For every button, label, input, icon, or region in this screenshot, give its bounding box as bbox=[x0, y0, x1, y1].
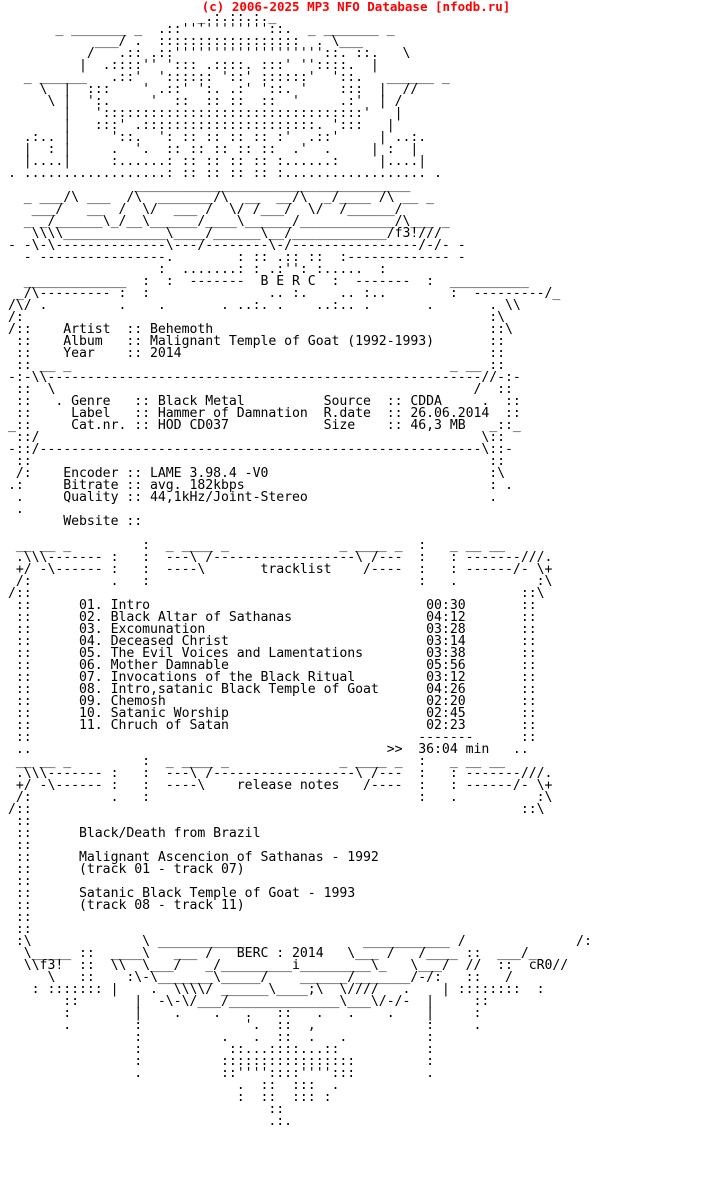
nfo-line: \_____ :: ____\ ___ / BERC : 2014 \___ /… bbox=[8, 946, 537, 961]
nfo-line: +/ -\------ : : ----\ release notes /---… bbox=[8, 778, 553, 793]
nfo-line: :: 08. Intro,satanic Black Temple of Goa… bbox=[8, 682, 537, 697]
nfo-ascii-document: _.:.::.:._ _ _______ _ .::'''''''''''::.… bbox=[8, 10, 592, 1129]
nfo-line: \ | ::: ' .::' ':. .:' '::. ' ::: | // bbox=[8, 82, 419, 97]
nfo-line: _.:.::.:._ bbox=[8, 10, 277, 25]
nfo-line: _ _/______\_/__\______/____\______/_____… bbox=[8, 214, 450, 229]
nfo-line: /:: Artist :: Behemoth ::\ bbox=[8, 322, 513, 337]
nfo-line: : ::::::: | . \\\\/ ______\____;\ \//// … bbox=[8, 982, 545, 997]
nfo-line: :: :: bbox=[8, 454, 506, 469]
nfo-line: | :::' .::::::::::::::::::::::. '::: | bbox=[8, 118, 395, 133]
nfo-line: ::/ \:: bbox=[8, 430, 506, 445]
nfo-line: :: 06. Mother Damnable 05:56 :: bbox=[8, 658, 537, 673]
nfo-line: :: 01. Intro 00:30 :: bbox=[8, 598, 537, 613]
nfo-line: _____________ : : ------- B E R C : ----… bbox=[8, 274, 529, 289]
nfo-line: :: Satanic Black Temple of Goat - 1993 bbox=[8, 886, 356, 901]
nfo-line: :: 09. Chemosh 02:20 :: bbox=[8, 694, 537, 709]
nfo-line: :: | -\-\/___/______________\___\/-/- | … bbox=[8, 994, 490, 1009]
nfo-line: : . . :: . . : bbox=[8, 1030, 435, 1045]
nfo-line: /: . : : . :\ bbox=[8, 574, 553, 589]
nfo-line: | : | . '. :: :: :: :: :: .' . | : | bbox=[8, 142, 419, 157]
nfo-line: :: bbox=[8, 814, 32, 829]
nfo-line: .: Bitrate :: avg. 182kbps : . bbox=[8, 478, 513, 493]
nfo-line: . :: ::: . bbox=[8, 1078, 340, 1093]
nfo-line: .\\\------- : : ---\ /------------------… bbox=[8, 550, 553, 565]
nfo-line: :: Malignant Ascencion of Sathanas - 199… bbox=[8, 850, 379, 865]
nfo-line: :: __ _ _ __ :: bbox=[8, 358, 506, 373]
nfodb-copyright-banner: (c) 2006-2025 MP3 NFO Database [nfodb.ru… bbox=[201, 0, 511, 14]
nfo-line: | .::::'' '::: .::::. :::' ''::::. | bbox=[8, 58, 379, 73]
nfo-line: :: Label :: Hammer of Damnation R.date :… bbox=[8, 406, 521, 421]
nfo-line: :: . Genre :: Black Metal Source :: CDDA… bbox=[8, 394, 521, 409]
nfo-line: :: 03. Excomunation 03:28 :: bbox=[8, 622, 537, 637]
nfo-line: +/ -\------ : : ----\ tracklist /---- : … bbox=[8, 562, 553, 577]
nfo-line: : | . . . :: . . . | : bbox=[8, 1006, 482, 1021]
nfo-line: :: ------- :: bbox=[8, 730, 537, 745]
nfo-line: \ :: :\-\_______\_____/ ______/_______/-… bbox=[8, 970, 513, 985]
nfo-line: :: (track 01 - track 07) bbox=[8, 862, 245, 877]
nfo-line: /: Encoder :: LAME 3.98.4 -V0 :\ bbox=[8, 466, 506, 481]
nfo-line: :: 05. The Evil Voices and Lamentations … bbox=[8, 646, 537, 661]
nfo-line: :: bbox=[8, 1102, 285, 1117]
nfo-line: .\\\------- : : ---\ /------------------… bbox=[8, 766, 553, 781]
nfo-line: :: Year :: 2014 :: bbox=[8, 346, 506, 361]
nfo-line: __ __ _ : _ ____ _ _ ____ _ : _ __ __ bbox=[8, 754, 506, 769]
nfo-line: :: bbox=[8, 838, 32, 853]
nfo-line: \\f3! :: \\ \___/ _/_________i_________\… bbox=[8, 958, 569, 973]
nfo-line: Website :: bbox=[8, 514, 143, 529]
nfo-line: .. >> 36:04 min .. bbox=[8, 742, 529, 757]
nfo-line: ___________________________________ bbox=[8, 178, 411, 193]
nfo-line: | ':::::::::::::::::::::::::::::::::' | bbox=[8, 106, 403, 121]
nfo-line: |....| :......: :: :: :: :: :......: |..… bbox=[8, 154, 427, 169]
nfo-line: /: . : : . :\ bbox=[8, 790, 553, 805]
nfo-line: :: 02. Black Altar of Sathanas 04:12 :: bbox=[8, 610, 537, 625]
nfo-line: /\/ . . . . ..:. . ..:.. . . . \\ bbox=[8, 298, 521, 313]
nfo-line: _/\--------- : : .. :. .. :.. : --------… bbox=[8, 286, 561, 301]
nfo-line: .:. bbox=[8, 1114, 293, 1129]
nfo-line: :: 04. Deceased Christ 03:14 :: bbox=[8, 634, 537, 649]
nfo-line: / .:: .::'''''''''''''''''''::. ::. \ bbox=[8, 46, 411, 61]
nfo-line: :: 10. Satanic Worship 02:45 :: bbox=[8, 706, 537, 721]
nfo-line: - ----------------. : :: .:: :: :-------… bbox=[8, 250, 466, 265]
nfo-line: __ __ _ : _ ____ _ _ ____ _ : _ __ __ bbox=[8, 538, 506, 553]
nfo-line: : ::::::::::::::::: : bbox=[8, 1054, 435, 1069]
nfo-line: \\\\_____________\____/______\__/_______… bbox=[8, 226, 442, 241]
nfo-line: :: bbox=[8, 922, 32, 937]
nfo-line: :: Black/Death from Brazil bbox=[8, 826, 261, 841]
nfo-line: /:: ::\ bbox=[8, 802, 545, 817]
nfo-line: _ ___/\ ___ /\ _______/\ __ __/\ _/____ … bbox=[8, 190, 435, 205]
nfo-line: \ | ':. ' :: :: :: :: ' .:' | / bbox=[8, 94, 403, 109]
nfo-line: :: (track 08 - track 11) bbox=[8, 898, 245, 913]
nfo-line: ___/ . :::::::::::::::::: . \___ bbox=[8, 34, 364, 49]
nfo-line: -:-\\-----------------------------------… bbox=[8, 370, 521, 385]
nfo-line: . ..................: :: :: :: :: :.....… bbox=[8, 166, 442, 181]
nfo-line: :: 07. Invocations of the Black Ritual 0… bbox=[8, 670, 537, 685]
nfo-line: _ ______ .::' ':::::: '::' ::::::' '::. … bbox=[8, 70, 450, 85]
nfo-line: -::/------------------------------------… bbox=[8, 442, 513, 457]
nfo-line: : :: ::: : bbox=[8, 1090, 332, 1105]
nfo-line: :: bbox=[8, 874, 32, 889]
nfo-line: /:: ::\ bbox=[8, 586, 545, 601]
nfo-line: :\ \ ___________ ___________ / /: bbox=[8, 934, 592, 949]
nfo-line: . bbox=[8, 502, 24, 517]
nfo-line: :: Album :: Malignant Temple of Goat (19… bbox=[8, 334, 506, 349]
nfo-line: - -\-\--------------\---/--------\-/----… bbox=[8, 238, 466, 253]
nfo-line: /: :\ bbox=[8, 310, 506, 325]
nfo-line: :: bbox=[8, 910, 32, 925]
nfo-line: ___/ __ / \/ ___ / \/ /___/ \/ /______/ bbox=[8, 202, 403, 217]
nfo-line: .:.. | '::. ': :: :: :: :: :' .::' | ..:… bbox=[8, 130, 427, 145]
nfo-line: _ _______ _ .::'''''''''''::. _ _______ … bbox=[8, 22, 395, 37]
nfo-line: :: \ / :: bbox=[8, 382, 513, 397]
nfo-line: . ::''''::::''''::: . bbox=[8, 1066, 435, 1081]
nfo-line: . Quality :: 44,1kHz/Joint-Stereo . bbox=[8, 490, 498, 505]
nfo-line: . : '. :: , : . bbox=[8, 1018, 482, 1033]
nfo-line: :: 11. Chruch of Satan 02:23 :: bbox=[8, 718, 537, 733]
nfo-line: : ::...::::...:: : bbox=[8, 1042, 435, 1057]
nfo-line: : .......: : .:'': :..... : bbox=[8, 262, 387, 277]
nfo-line: _:: Cat.nr. :: HOD CD037 Size :: 46,3 MB… bbox=[8, 418, 521, 433]
